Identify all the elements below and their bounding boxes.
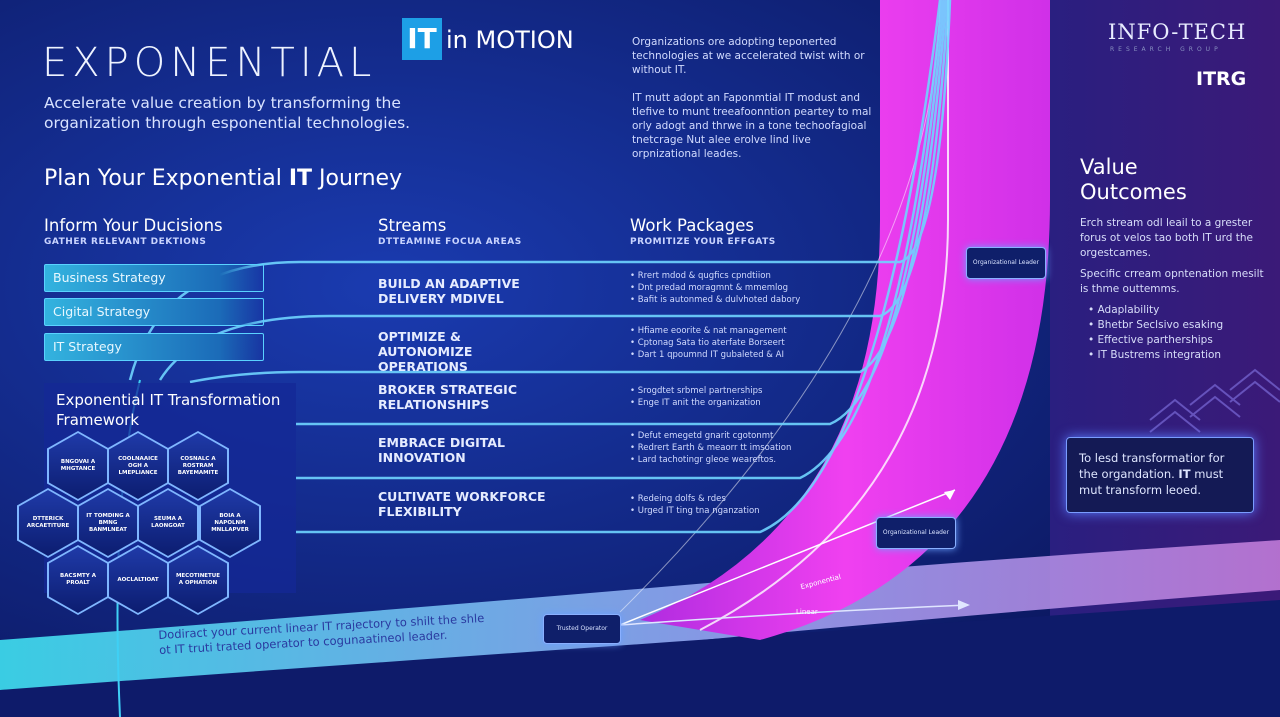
work-item: Defut emegetd gnarit cgotonmt (630, 430, 791, 442)
linear-label: Linear (796, 608, 818, 616)
hex-label: BACSMTY A PROALT (49, 547, 107, 613)
in-motion-label: in MOTION (446, 26, 574, 54)
inform-heading: Inform Your Ducisions (44, 216, 223, 235)
framework-hex: MECOTINETUE A OPHATION (167, 545, 229, 615)
inform-item-digital-strategy: Cigital Strategy (44, 298, 264, 326)
work-item: Enge IT anit the organization (630, 397, 762, 409)
page-title: EXPONENTIAL (42, 40, 377, 86)
work-item: Dnt predad moragmnt & mmemlog (630, 282, 800, 294)
hex-label: BNGOVAI A MHGTANCE (49, 433, 107, 499)
plan-title-pre: Plan Your Exponential (44, 166, 289, 191)
framework-hex: AOCLALTIOAT (107, 545, 169, 615)
inform-subheading: GATHER RELEVANT DEKTIONS (44, 237, 207, 247)
hex-label: DTTERICK ARCAETITURE (19, 490, 77, 556)
work-item: Redrert Earth & meaorr tt imsoation (630, 442, 792, 454)
work-item: Dart 1 qpoumnd IT gubaleted & AI (630, 349, 787, 361)
framework-hex: BACSMTY A PROALT (47, 545, 109, 615)
brand-tagline: RESEARCH GROUP (1110, 46, 1222, 53)
hex-label: SEUMA A LAONGOAT (139, 490, 197, 556)
work-packages-heading: Work Packages (630, 216, 755, 235)
work-item: Rrert mdod & qugfics cpndtiion (630, 270, 800, 282)
streams-subheading: DTTEAMINE FOCUA AREAS (378, 237, 522, 247)
work-package-group: Srogdtet srbmel partnershipsEnge IT anit… (630, 385, 763, 409)
quote-it: IT (1178, 467, 1191, 481)
work-packages-subheading: PROMITIZE YOUR EFFGATS (630, 237, 776, 247)
tag-trusted-operator: Trusted Operator (543, 614, 621, 644)
value-item: • Adaplability (1088, 304, 1160, 316)
work-item: Urged IT ting tna nganzation (630, 505, 760, 517)
work-package-group: Defut emegetd gnarit cgotonmtRedrert Ear… (630, 430, 792, 466)
value-item: • IT Bustrems integration (1088, 349, 1222, 361)
stream-item: EMBRACE DIGITAL INNOVATION (378, 435, 506, 465)
value-item-label: Bhetbr Seclsivo esaking (1097, 319, 1224, 331)
intro-text: Organizations ore adopting teponerted te… (632, 35, 882, 161)
value-outcomes-text: Erch stream odl leail to a grester forus… (1080, 216, 1270, 363)
tag-organizational-leader-top: Organizational Leader (966, 247, 1046, 279)
it-logo: IT (402, 18, 442, 60)
value-quote-box: To lesd transformatior for the organdati… (1066, 437, 1254, 513)
quote-post: must mut transform leoed. (1079, 467, 1224, 497)
plan-heading: Plan Your Exponential IT Journey (44, 166, 402, 191)
stream-item: CULTIVATE WORKFORCE FLEXIBILITY (378, 489, 546, 519)
hex-label: AOCLALTIOAT (109, 547, 167, 613)
value-item-label: Adaplability (1097, 304, 1160, 316)
value-paragraph-2: Specific crream opntenation mesilt is th… (1080, 268, 1264, 295)
hex-label: COSNALC A ROSTRAM BAYEMAMITE (169, 433, 227, 499)
itrg-logo: ITRG (1196, 68, 1247, 90)
brand-name: INFO-TECH (1108, 20, 1247, 44)
value-paragraph-1: Erch stream odl leail to a grester forus… (1080, 217, 1253, 259)
work-item: Hfiame eoorite & nat management (630, 325, 787, 337)
tag-organizational-leader-mid: Organizational Leader (876, 517, 956, 549)
work-item: Srogdtet srbmel partnerships (630, 385, 763, 397)
value-item-label: IT Bustrems integration (1097, 349, 1222, 361)
quote-pre: To lesd transformatior for the organdati… (1079, 451, 1225, 481)
plan-title-post: Journey (312, 166, 403, 191)
stream-item: OPTIMIZE & AUTONOMIZE OPERATIONS (378, 329, 473, 374)
value-item: • Bhetbr Seclsivo esaking (1088, 319, 1224, 331)
intro-paragraph-2: IT mutt adopt an Faponmtial IT modust an… (632, 92, 872, 160)
hex-label: COOLNAAICE OGH A LMEPLIANCE (109, 433, 167, 499)
hex-label: IT TOMDING A BMNG BANMLNEAT (79, 490, 137, 556)
work-item: Bafit is autonmed & dulvhoted dabory (630, 294, 801, 306)
inform-item-it-strategy: IT Strategy (44, 333, 264, 361)
hex-label: BOIA A NAPOLNM MNLLAPVER (201, 490, 259, 556)
work-package-group: Hfiame eoorite & nat managementCptonag S… (630, 325, 787, 361)
work-item: Lard tachotingr gleoe weareftos. (630, 454, 791, 466)
work-item: Redeing dolfs & rdes (630, 493, 760, 505)
work-package-group: Redeing dolfs & rdesUrged IT ting tna ng… (630, 493, 760, 517)
work-item: Cptonag Sata tio aterfate Borseert (630, 337, 787, 349)
framework-title: Exponential IT Transformation Framework (56, 391, 281, 429)
value-item-label: Effective partherships (1097, 334, 1213, 346)
stream-item: BUILD AN ADAPTIVE DELIVERY MDIVEL (378, 276, 520, 306)
plan-title-it: IT (288, 166, 313, 191)
value-item: • Effective partherships (1088, 334, 1213, 346)
subtitle: Accelerate value creation by transformin… (44, 94, 411, 132)
stream-item: BROKER STRATEGIC RELATIONSHIPS (378, 382, 517, 412)
streams-heading: Streams (378, 216, 447, 235)
value-outcomes-heading: Value Outcomes (1080, 155, 1187, 204)
work-package-group: Rrert mdod & qugfics cpndtiionDnt predad… (630, 270, 801, 306)
hex-label: MECOTINETUE A OPHATION (169, 547, 227, 613)
intro-paragraph-1: Organizations ore adopting teponerted te… (632, 36, 865, 76)
inform-item-business-strategy: Business Strategy (44, 264, 264, 292)
